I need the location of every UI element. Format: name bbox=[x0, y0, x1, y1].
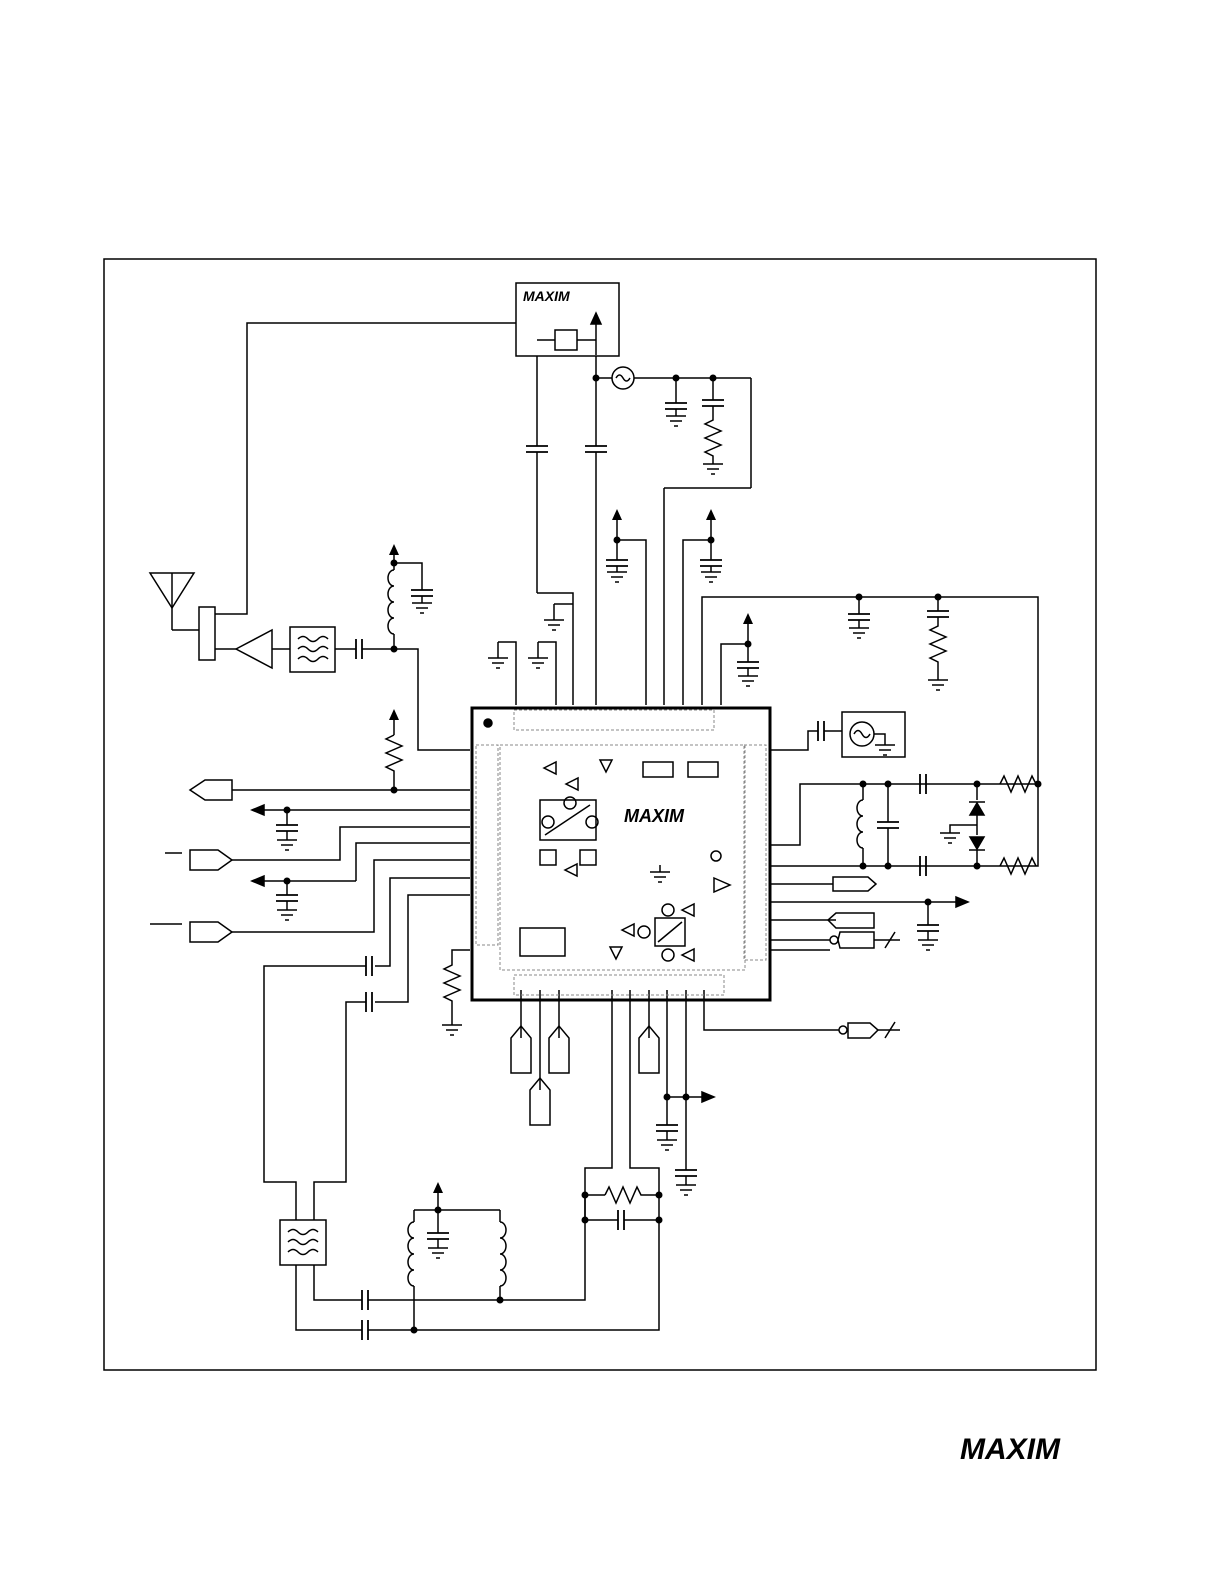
antenna-icon bbox=[150, 573, 199, 630]
digital-port-icon bbox=[848, 1023, 878, 1038]
if-saw-filter-icon bbox=[280, 1220, 326, 1265]
input-port-icon-2 bbox=[190, 922, 232, 942]
rf-filter-icon bbox=[290, 627, 335, 672]
ic-logo: MAXIM bbox=[624, 806, 685, 826]
footer-logo: MAXIM bbox=[960, 1433, 1061, 1466]
pll-ic-logo: MAXIM bbox=[523, 288, 570, 304]
input-port-icon bbox=[190, 850, 232, 870]
duplexer bbox=[199, 607, 215, 660]
output-port-icon bbox=[190, 780, 232, 800]
schematic-frame bbox=[104, 259, 1096, 1370]
digital-input-icon-2 bbox=[838, 932, 874, 948]
vcc-arrow-icon bbox=[591, 313, 601, 324]
main-rf-ic bbox=[472, 708, 770, 1000]
output-port-icon-right bbox=[833, 877, 876, 891]
lna-icon bbox=[236, 630, 272, 668]
